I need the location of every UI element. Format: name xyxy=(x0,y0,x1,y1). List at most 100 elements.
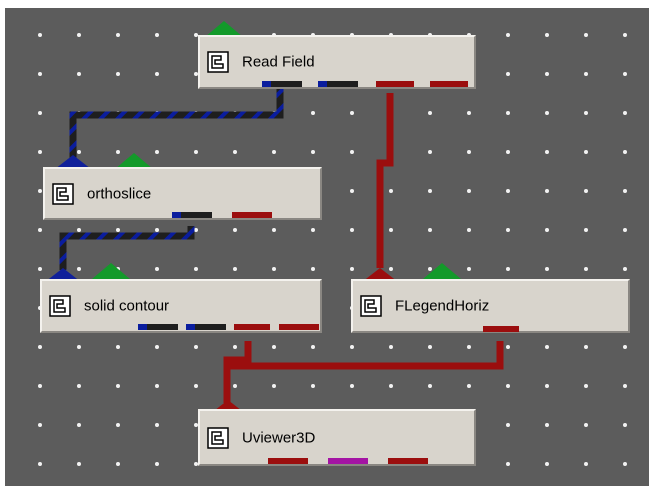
connection-readfield-flegend[interactable] xyxy=(376,93,394,268)
grid-dot xyxy=(77,150,81,154)
grid-dot xyxy=(584,384,588,388)
grid-dot xyxy=(233,345,237,349)
read-field-field-output-port-2[interactable] xyxy=(318,81,358,87)
connection-orthoslice-solidcontour[interactable] xyxy=(59,226,195,270)
connections-layer xyxy=(59,88,504,403)
read-field-parameter-port[interactable] xyxy=(205,21,243,37)
solid-contour-parameter-port[interactable] xyxy=(92,263,130,279)
orthoslice-parameter-port[interactable] xyxy=(115,153,153,169)
grid-dot xyxy=(155,384,159,388)
grid-dot xyxy=(545,72,549,76)
grid-dot xyxy=(194,462,198,466)
grid-dot xyxy=(38,345,42,349)
orthoslice-field-output-port[interactable] xyxy=(172,212,212,218)
grid-dot xyxy=(428,384,432,388)
grid-dot xyxy=(506,111,510,115)
read-field-field-output-port-1[interactable] xyxy=(262,81,302,87)
read-field-render-output-port-1[interactable] xyxy=(376,81,414,87)
grid-dot xyxy=(77,72,81,76)
grid-dot xyxy=(155,423,159,427)
module-icon xyxy=(360,295,382,317)
grid-dot xyxy=(545,267,549,271)
grid-dot xyxy=(506,384,510,388)
grid-dot xyxy=(194,228,198,232)
orthoslice-render-output-port[interactable] xyxy=(232,212,272,218)
solid-contour-field-output-port-1[interactable] xyxy=(138,324,178,330)
connection-solidcontour-uviewer[interactable] xyxy=(223,341,252,403)
grid-dot xyxy=(155,267,159,271)
connection-readfield-orthoslice[interactable] xyxy=(69,88,284,158)
flegend-render-output-port[interactable] xyxy=(483,326,519,332)
module-uviewer3d[interactable]: Uviewer3D xyxy=(198,409,476,466)
grid-dot xyxy=(389,384,393,388)
grid-dot xyxy=(584,423,588,427)
grid-dot xyxy=(506,267,510,271)
module-icon xyxy=(207,51,229,73)
grid-dot xyxy=(194,384,198,388)
solid-contour-field-input-port[interactable] xyxy=(45,268,81,282)
grid-dot xyxy=(38,72,42,76)
grid-dot xyxy=(623,423,627,427)
grid-dot xyxy=(272,345,276,349)
uviewer3d-view-output-port[interactable] xyxy=(328,458,368,464)
grid-dot xyxy=(623,72,627,76)
grid-dot xyxy=(584,72,588,76)
grid-dot xyxy=(155,462,159,466)
module-label: FLegendHoriz xyxy=(395,297,490,315)
grid-dot xyxy=(272,384,276,388)
orthoslice-field-input-port[interactable] xyxy=(55,155,91,169)
grid-dot xyxy=(350,228,354,232)
module-read-field[interactable]: Read Field xyxy=(198,35,476,89)
grid-dot xyxy=(155,72,159,76)
grid-dot xyxy=(194,72,198,76)
grid-dot xyxy=(506,72,510,76)
grid-dot xyxy=(233,228,237,232)
uviewer3d-output-port-1[interactable] xyxy=(268,458,308,464)
read-field-field-output-port-2-stripe xyxy=(318,81,327,87)
module-solid-contour[interactable]: solid contour xyxy=(40,279,322,333)
solid-contour-field-output-port-2[interactable] xyxy=(186,324,226,330)
network-editor-canvas[interactable]: Read Field orthoslice solid contour xyxy=(5,8,649,486)
grid-dot xyxy=(350,267,354,271)
grid-dot xyxy=(428,150,432,154)
grid-dot xyxy=(428,228,432,232)
module-flegend-horiz[interactable]: FLegendHoriz xyxy=(351,279,630,333)
module-orthoslice[interactable]: orthoslice xyxy=(43,167,322,220)
grid-dot xyxy=(623,33,627,37)
grid-dot xyxy=(77,228,81,232)
grid-dot xyxy=(311,267,315,271)
grid-dot xyxy=(428,111,432,115)
connection-flegend-uviewer[interactable] xyxy=(227,341,504,370)
orthoslice-field-output-port-stripe xyxy=(172,212,181,218)
flegend-render-input-port[interactable] xyxy=(362,268,398,282)
solid-contour-field-output-port-1-stripe xyxy=(138,324,147,330)
module-label: orthoslice xyxy=(87,185,152,202)
grid-dot xyxy=(77,423,81,427)
grid-dot xyxy=(623,345,627,349)
grid-dot xyxy=(116,228,120,232)
grid-dot xyxy=(623,384,627,388)
grid-dot xyxy=(545,111,549,115)
solid-contour-render-output-port-2[interactable] xyxy=(279,324,319,330)
grid-dot xyxy=(155,228,159,232)
grid-dot xyxy=(467,150,471,154)
grid-dot xyxy=(584,462,588,466)
uviewer3d-output-port-2[interactable] xyxy=(388,458,428,464)
grid-dot xyxy=(155,345,159,349)
read-field-render-output-port-2[interactable] xyxy=(430,81,468,87)
grid-dot xyxy=(155,150,159,154)
grid-dot xyxy=(506,150,510,154)
grid-dot xyxy=(38,111,42,115)
module-icon xyxy=(49,295,71,317)
solid-contour-render-output-port-1[interactable] xyxy=(234,324,270,330)
grid-dot xyxy=(467,228,471,232)
grid-dot xyxy=(467,384,471,388)
grid-dot xyxy=(350,111,354,115)
grid-dot xyxy=(506,228,510,232)
flegend-parameter-port[interactable] xyxy=(423,263,461,279)
grid-dot xyxy=(116,345,120,349)
module-label: solid contour xyxy=(84,297,170,315)
grid-dot xyxy=(545,423,549,427)
grid-dot xyxy=(311,228,315,232)
grid-dot xyxy=(467,345,471,349)
